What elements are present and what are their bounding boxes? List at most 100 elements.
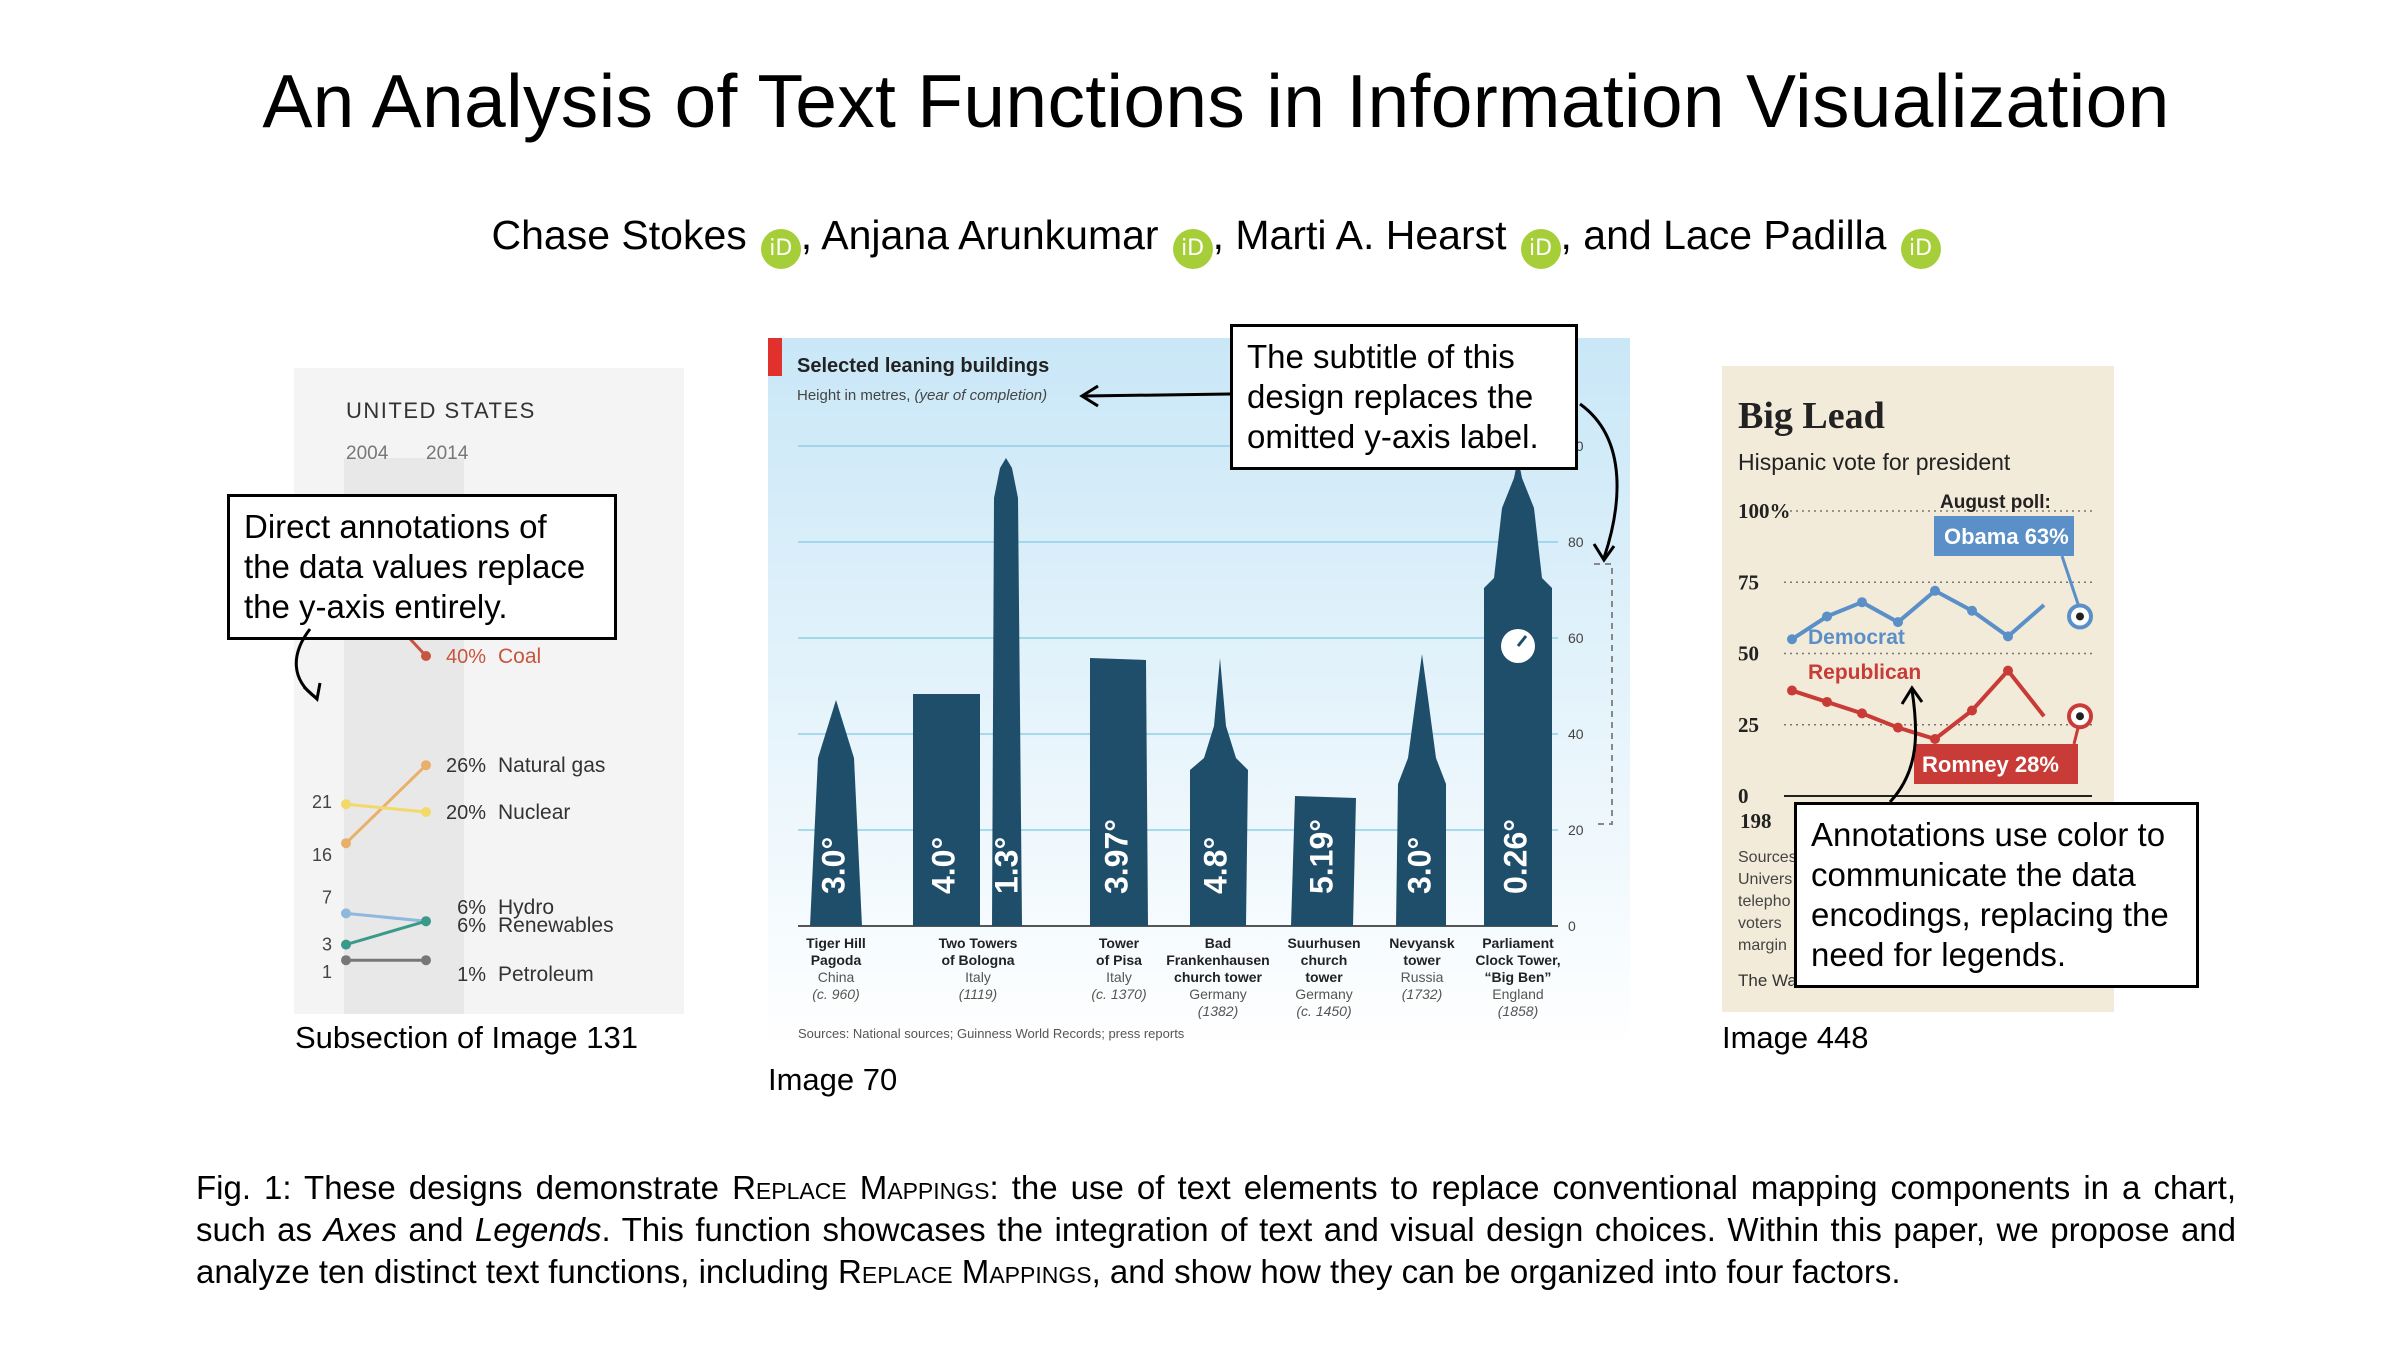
building-name-label: China — [818, 969, 855, 985]
data-point — [1930, 585, 1940, 596]
chart-subtitle: Height in metres, (year of completion) — [797, 387, 1047, 404]
building-silhouette — [992, 458, 1022, 926]
data-point — [421, 807, 431, 817]
building-name-label: Italy — [965, 969, 991, 985]
building-name-label: (1382) — [1198, 1003, 1238, 1019]
poll-marker-dot — [2076, 712, 2084, 721]
orcid-icon[interactable]: iD — [1900, 229, 1941, 269]
building-name-label: England — [1492, 986, 1543, 1002]
data-point — [341, 939, 351, 950]
democrat-label: Democrat — [1808, 626, 1905, 649]
obama-label: Obama 63% — [1944, 524, 2069, 549]
data-point — [341, 955, 351, 966]
accent-bar — [768, 338, 782, 376]
author-name: Lace Padilla — [1663, 212, 1887, 258]
poll-marker-dot — [2076, 612, 2084, 621]
series-name-label: Renewables — [498, 914, 614, 937]
orcid-icon[interactable]: iD — [760, 229, 801, 269]
chart-title: Big Lead — [1738, 395, 1885, 437]
middle-figure-label: Image 70 — [768, 1062, 898, 1097]
lean-angle-label: 4.8° — [1197, 837, 1233, 894]
caption-term: Legends — [474, 1211, 602, 1248]
caption-text: , and show how they can be organized int… — [1091, 1253, 1901, 1290]
lean-angle-label: 3.0° — [1401, 837, 1437, 894]
data-point — [2003, 631, 2013, 642]
end-value-label: 26% — [446, 755, 486, 777]
author-name: Anjana Arunkumar — [821, 212, 1159, 258]
romney-pointer — [2072, 727, 2080, 745]
data-point — [1822, 611, 1832, 622]
series-line — [344, 764, 428, 845]
end-value-label: 40% — [446, 646, 486, 668]
right-figure-label: Image 448 — [1722, 1020, 1869, 1055]
building-name-label: Nevyansk — [1389, 935, 1455, 951]
building-silhouette — [913, 694, 980, 926]
data-point — [1787, 685, 1797, 696]
middle-callout: The subtitle of this design replaces the… — [1230, 324, 1578, 470]
building-silhouette — [1291, 796, 1356, 926]
paper-title: An Analysis of Text Functions in Informa… — [262, 59, 2170, 143]
building-name-label: Italy — [1106, 969, 1132, 985]
building-name-label: church tower — [1174, 969, 1262, 985]
source-text-fragment: Univers — [1738, 871, 1792, 888]
data-point — [2003, 665, 2013, 676]
romney-label-box — [1914, 744, 2078, 784]
lean-angle-label: 3.0° — [815, 837, 851, 894]
start-value-label: 3 — [322, 935, 332, 955]
building-name-label: Tiger Hill — [806, 935, 866, 951]
y-tick-label: 60 — [1568, 630, 1584, 646]
caption-text: : the use of text elements to replace co… — [196, 1169, 2236, 1248]
series-name-label: Nuclear — [498, 801, 570, 824]
lean-angle-label: 0.26° — [1497, 819, 1533, 894]
series-name-label: Coal — [498, 645, 541, 668]
data-point — [1857, 708, 1867, 719]
y-range-bracket — [1594, 563, 1613, 825]
middle-callout-arrow-right — [1579, 402, 1619, 563]
building-name-label: “Big Ben” — [1485, 969, 1552, 985]
data-point — [1893, 617, 1903, 628]
y-tick-label: 100% — [1738, 499, 1791, 523]
y-tick-label: 50 — [1738, 642, 1759, 666]
building-name-label: Tower — [1099, 935, 1140, 951]
y-tick-label: 40 — [1568, 726, 1584, 742]
series-line — [345, 919, 427, 947]
obama-label-box — [1934, 516, 2074, 556]
building-name-label: Pagoda — [811, 952, 862, 968]
building-name-label: Russia — [1401, 969, 1444, 985]
series-line — [345, 911, 427, 923]
chart-subtitle: Hispanic vote for president — [1738, 449, 2011, 475]
data-point — [1857, 597, 1867, 608]
chart-sources: Sources: National sources; Guinness Worl… — [798, 1026, 1185, 1041]
building-name-label: tower — [1403, 952, 1441, 968]
y-tick-label: 75 — [1738, 570, 1759, 594]
building-name-label: Two Towers — [939, 935, 1018, 951]
data-point — [1967, 605, 1977, 616]
start-value-label: 1 — [322, 962, 332, 982]
building-name-label: (1732) — [1402, 986, 1442, 1002]
year-label: 2004 — [346, 443, 389, 464]
x-axis-label: 198 — [1740, 809, 1772, 833]
source-text-fragment: Sources — [1738, 849, 1797, 866]
obama-pointer — [2060, 555, 2080, 605]
figure-caption: Fig. 1: These designs demonstrate Replac… — [196, 1167, 2236, 1293]
building-name-label: Parliament — [1482, 935, 1554, 951]
building-name-label: Clock Tower, — [1475, 952, 1560, 968]
author-name: Chase Stokes — [491, 212, 747, 258]
caption-term: Replace Mappings — [838, 1253, 1092, 1290]
orcid-icon[interactable]: iD — [1520, 229, 1561, 269]
orcid-icon[interactable]: iD — [1172, 229, 1213, 269]
building-name-label: Suurhusen — [1287, 935, 1360, 951]
end-value-label: 1% — [457, 964, 486, 986]
data-point — [1893, 722, 1903, 733]
building-name-label: (1119) — [959, 986, 997, 1002]
building-silhouette — [1484, 458, 1552, 926]
start-value-label: 16 — [312, 845, 332, 865]
source-text-fragment: margin — [1738, 937, 1787, 954]
building-name-label: tower — [1305, 969, 1343, 985]
start-value-label: 21 — [312, 792, 332, 812]
poll-label: August poll: — [1940, 492, 2051, 513]
data-point — [1822, 696, 1832, 707]
right-callout: Annotations use color to communicate the… — [1794, 802, 2199, 988]
end-value-label: 20% — [446, 802, 486, 824]
